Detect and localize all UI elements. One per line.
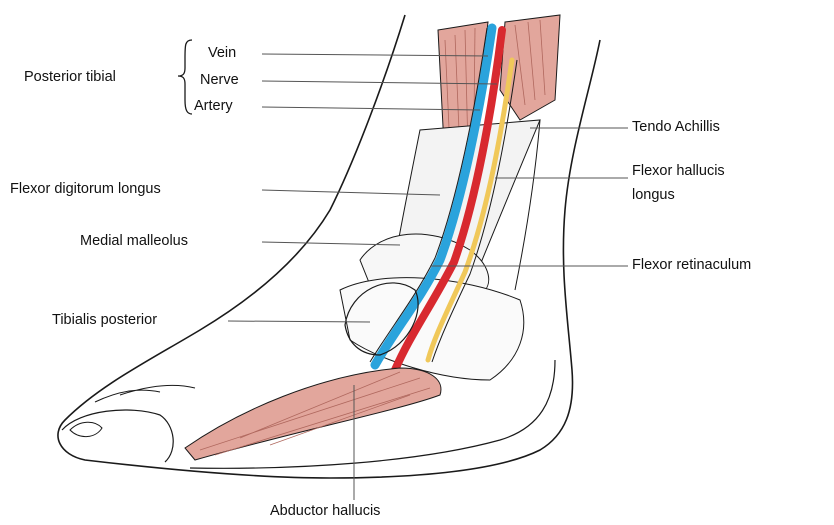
toenail (70, 422, 102, 436)
medial-malleolus-label: Medial malleolus (80, 232, 188, 250)
artery-label: Artery (194, 97, 233, 115)
vein-label: Vein (208, 44, 236, 62)
flexor-retinaculum-label: Flexor retinaculum (632, 256, 751, 274)
flexor-hallucis-longus-label-line2: longus (632, 186, 675, 204)
tibialis-posterior-label: Tibialis posterior (52, 311, 157, 329)
nerve-label: Nerve (200, 71, 239, 89)
flexor-retinaculum-shape (340, 278, 524, 380)
posterior-tibial-brace (178, 40, 192, 114)
tendo-achillis-label: Tendo Achillis (632, 118, 720, 136)
abductor-hallucis-shape (185, 368, 441, 460)
abductor-hallucis-label: Abductor hallucis (270, 502, 380, 520)
posterior-tibial-label: Posterior tibial (24, 68, 116, 86)
toe-lines (95, 385, 195, 402)
flexor-hallucis-longus-label-line1: Flexor hallucis (632, 162, 725, 180)
flexor-digitorum-longus-label: Flexor digitorum longus (10, 180, 161, 198)
